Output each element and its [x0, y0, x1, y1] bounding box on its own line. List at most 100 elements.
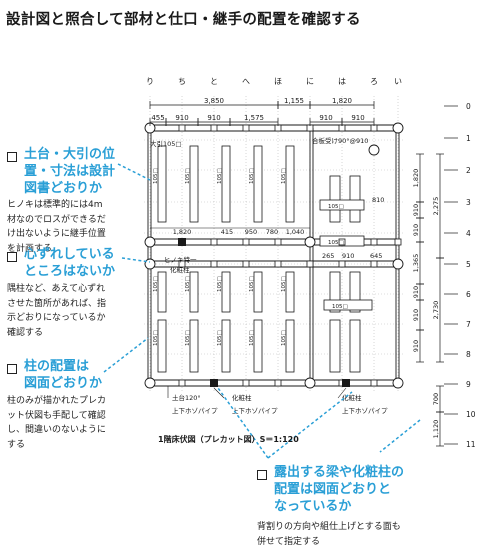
beam-size-label: 105□: [153, 276, 159, 292]
check-3-heading-line: 柱の配置は: [24, 359, 90, 374]
grid-number: 9: [466, 380, 471, 389]
grid-letter: い: [394, 77, 402, 86]
leader-check-4a: [217, 387, 269, 459]
beam-size-label: 105□: [217, 168, 223, 184]
floor-beam: [221, 145, 231, 223]
dim-label: 950: [245, 228, 257, 236]
leader-check-4b: [267, 391, 353, 459]
floor-beams: [157, 145, 373, 373]
floor-beam: [221, 271, 231, 313]
post: [306, 260, 314, 268]
floor-beam: [285, 271, 295, 313]
check-3-note-line: 柱のみが描かれたプレカ: [7, 396, 107, 406]
leader-check-2: [121, 257, 151, 263]
check-2-note-line: 確認する: [7, 327, 44, 338]
check-3-note-line: ット伏図も手配して確認: [7, 410, 106, 421]
post: [274, 379, 282, 387]
check-2-heading: 心ずれしている ところはないか: [24, 246, 115, 280]
grid-letter: ほ: [274, 77, 282, 86]
floor-beam: [285, 319, 295, 373]
grid-letter: は: [338, 77, 346, 86]
dim-label: 1,820: [332, 97, 352, 105]
floor-beam: [349, 271, 361, 313]
post: [274, 238, 282, 246]
post: [242, 260, 250, 268]
post: [178, 260, 186, 268]
leader-check-1: [117, 163, 151, 181]
post: [394, 238, 402, 246]
check-1-note: ヒノキは標準的には4m 材なのでロスができるだ け出ないように継手位置 を計画す…: [7, 198, 106, 256]
sill-frame: [147, 124, 400, 387]
post: [370, 260, 378, 268]
beam-size-label: 105□: [281, 168, 287, 184]
dim-label: 1,820: [173, 228, 192, 236]
beam-size-label: 105□: [185, 168, 191, 184]
floor-beam: [329, 271, 341, 313]
plan-labels: りちとへほにはろい01234567891011105□105□105□105□1…: [146, 77, 476, 449]
floor-beam: [323, 299, 373, 311]
grid-number: 5: [466, 260, 471, 269]
check-3-heading: 柱の配置は 図面どおりか: [24, 358, 102, 392]
hozo-pipe: [304, 377, 316, 389]
floor-beam: [349, 319, 361, 373]
grid-number: 0: [466, 102, 471, 111]
plan-label-dodai: 土台120°: [172, 393, 201, 402]
check-2-note-line: 隅柱など、あえて心ずれ: [7, 284, 106, 294]
check-2-heading-line: 心ずれしている: [24, 247, 115, 262]
floor-beam: [319, 199, 365, 211]
decorative-post: [342, 379, 350, 387]
plan-label-decorative-post: 化粧柱: [232, 393, 252, 402]
hozo-pipe: [392, 122, 404, 134]
dim-label: 910: [412, 204, 420, 216]
checkbox-1[interactable]: [7, 152, 17, 162]
hozo-pipe: [392, 258, 404, 270]
check-2-heading-line: ところはないか: [24, 264, 116, 279]
dim-label: 415: [221, 228, 233, 236]
plan-label-hozo: 上下ホゾパイプ: [172, 406, 218, 415]
post: [210, 124, 218, 132]
dim-label: 780: [266, 228, 278, 236]
check-4-note-line: 背割りの方向や組仕上げとする面も: [257, 522, 401, 532]
plan-label-decorative-post: 化粧柱: [342, 393, 362, 402]
beam-size-label: 105□: [185, 276, 191, 292]
checkbox-2[interactable]: [7, 252, 17, 262]
dim-label: 3,850: [204, 97, 224, 105]
beam-size-label: 105□: [328, 240, 344, 246]
plan-label-gobanuke: 合板受け90°@910: [312, 136, 368, 145]
floor-beam: [285, 145, 295, 223]
leader-lines: [103, 163, 421, 459]
dim-label: 910: [175, 114, 188, 122]
grid-number: 11: [466, 440, 476, 449]
checkbox-3[interactable]: [7, 364, 17, 374]
plan-label-hozo: 上下ホゾパイプ: [342, 406, 388, 415]
plan-label-hozo: 上下ホゾパイプ: [232, 406, 278, 415]
check-3-heading-line: 図面どおりか: [24, 376, 103, 391]
beam-size-label: 105□: [328, 204, 344, 210]
dimension-lines: [149, 101, 444, 447]
post: [178, 124, 186, 132]
check-2-note-line: させた箇所があれば、指: [7, 298, 107, 309]
beam-size-label: 105□: [153, 168, 159, 184]
floor-beam: [349, 175, 361, 223]
floor-beam: [189, 319, 199, 373]
check-1-note-line: け出ないように継手位置: [7, 229, 106, 239]
beam-size-label: 105□: [217, 276, 223, 292]
check-2-note-line: 示どおりになっているか: [7, 313, 106, 323]
dim-label: 1,365: [412, 254, 420, 273]
hozo-pipe: [144, 236, 156, 248]
checkbox-4[interactable]: [257, 470, 267, 480]
check-4-heading-line: なっているか: [274, 499, 352, 514]
floor-beam: [189, 145, 199, 223]
post: [370, 238, 378, 246]
dim-label: 1,155: [284, 97, 304, 105]
post: [210, 238, 218, 246]
check-4-heading-line: 配置は図面どおりと: [274, 482, 392, 497]
plan-label-decorative-post: 化粧柱: [170, 265, 190, 274]
check-1-heading-line: 図書どおりか: [24, 181, 103, 196]
check-1-note-line: 材なのでロスができるだ: [7, 214, 106, 225]
grid-number: 7: [466, 320, 471, 329]
dim-label: 2,275: [432, 197, 440, 216]
dim-label: 910: [351, 114, 364, 122]
beam-size-label: 105□: [249, 276, 255, 292]
hozo-pipe: [368, 144, 380, 156]
